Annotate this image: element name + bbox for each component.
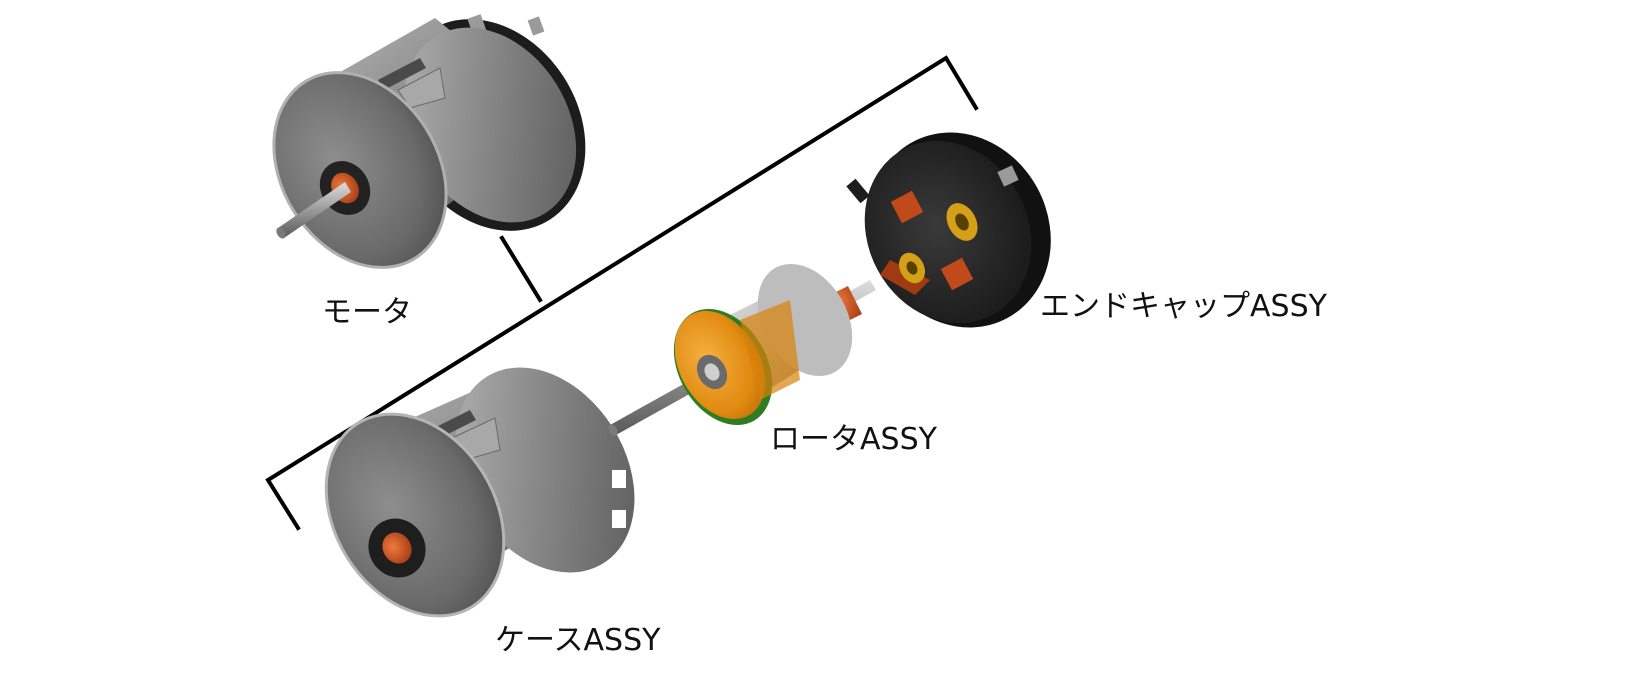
- label-motor: モータ: [322, 295, 412, 330]
- label-rotor-assy: ロータASSY: [770, 422, 937, 457]
- assembly-bracket: [265, 55, 979, 531]
- rotor-assy: [608, 263, 876, 436]
- assembled-motor: [272, 14, 586, 269]
- case-assy: [324, 367, 635, 618]
- label-case-assy: ケースASSY: [495, 623, 661, 658]
- end-cap-assy: [846, 132, 1051, 328]
- label-end-cap-assy: エンドキャップASSY: [1040, 289, 1327, 324]
